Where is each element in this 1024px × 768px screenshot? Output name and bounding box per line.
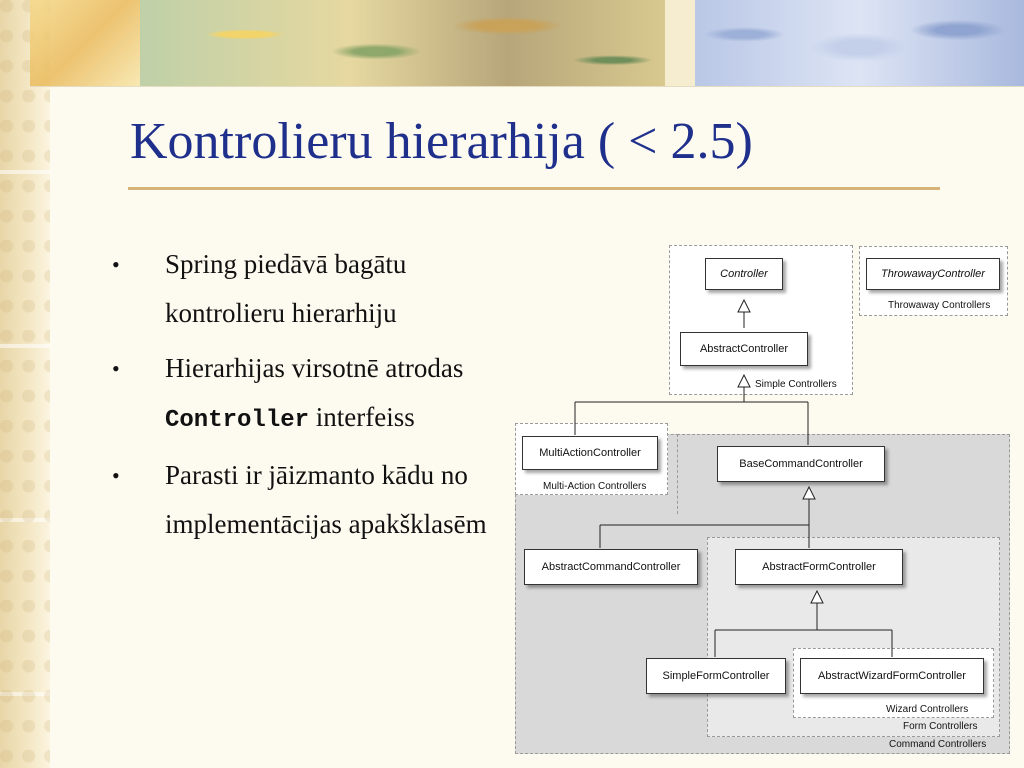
class-abstract-form-controller: AbstractFormController: [735, 549, 903, 585]
class-abstract-controller: AbstractController: [680, 332, 808, 366]
inheritance-lines: [574, 298, 893, 657]
bullet-code: Controller: [165, 407, 310, 434]
decorative-banner: [0, 0, 1024, 87]
bullet-glyph: •: [112, 463, 120, 488]
class-throwaway-controller: ThrowawayController: [866, 258, 1000, 290]
class-simple-form-controller: SimpleFormController: [646, 658, 786, 694]
group-label-wizard: Wizard Controllers: [886, 704, 969, 715]
controller-hierarchy-diagram: Command Controllers Form Controllers Wiz…: [512, 242, 1012, 756]
decorative-left-strip: [0, 0, 50, 768]
bullet-glyph: •: [112, 252, 120, 277]
bullet-list: • Spring piedāvā bagātu kontrolieru hier…: [112, 240, 512, 555]
group-label-throwaway: Throwaway Controllers: [888, 300, 991, 311]
bullet-item: • Parasti ir jāizmanto kādu no implement…: [112, 451, 512, 549]
group-label-simple: Simple Controllers: [755, 379, 837, 390]
bullet-text-after: interfeiss: [309, 402, 415, 432]
bullet-item: • Hierarhijas virsotnē atrodas Controlle…: [112, 344, 512, 445]
bullet-item: • Spring piedāvā bagātu kontrolieru hier…: [112, 240, 512, 338]
title-underline: [128, 187, 940, 190]
bullet-text: Parasti ir jāizmanto kādu no implementāc…: [165, 460, 487, 539]
class-controller: Controller: [705, 258, 783, 290]
group-label-form: Form Controllers: [903, 721, 978, 732]
group-label-multi-action: Multi-Action Controllers: [543, 481, 647, 492]
bullet-glyph: •: [112, 356, 120, 381]
class-abstract-command-controller: AbstractCommandController: [524, 549, 698, 585]
slide-title: Kontrolieru hierarhija ( < 2.5): [130, 113, 753, 170]
group-label-command: Command Controllers: [889, 739, 987, 750]
class-multi-action-controller: MultiActionController: [522, 436, 658, 470]
bullet-text-before: Hierarhijas virsotnē atrodas: [165, 353, 464, 383]
class-base-command-controller: BaseCommandController: [717, 446, 885, 482]
bullet-text: Spring piedāvā bagātu kontrolieru hierar…: [165, 249, 407, 328]
class-abstract-wizard-form-controller: AbstractWizardFormController: [800, 658, 984, 694]
